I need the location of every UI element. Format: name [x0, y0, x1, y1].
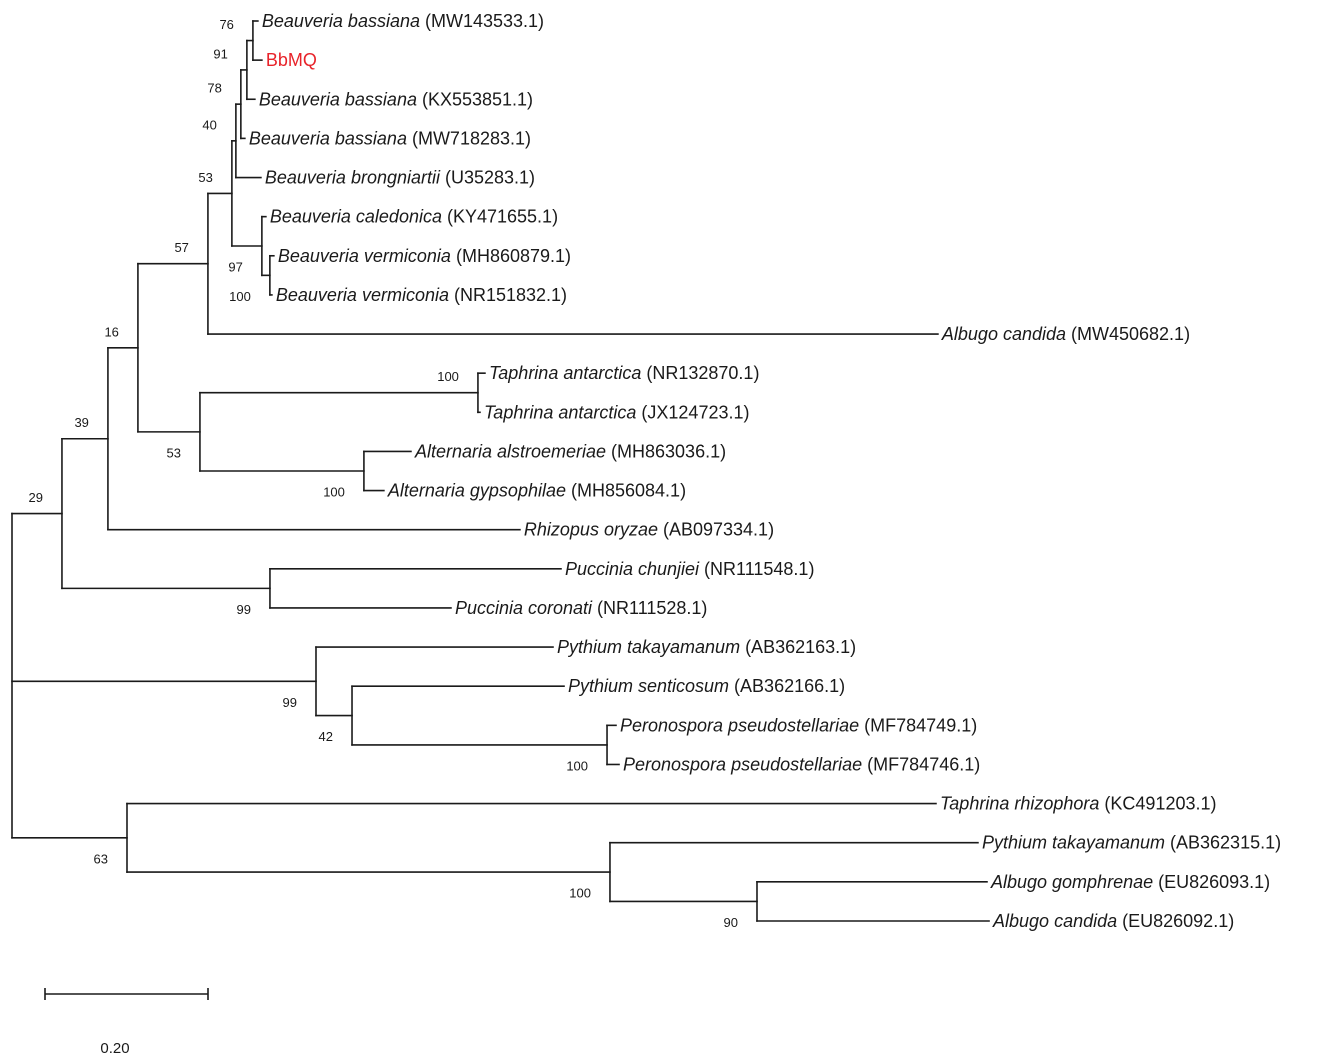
taxon-label: Taphrina antarctica(JX124723.1): [484, 402, 750, 422]
accession-number: (KC491203.1): [1104, 794, 1216, 814]
taxon-label: Albugo gomphrenae(EU826093.1): [990, 872, 1270, 892]
species-name: Pythium takayamanum: [982, 833, 1165, 853]
bootstrap-value: 16: [104, 324, 118, 339]
accession-number: (MF784749.1): [864, 715, 977, 735]
bootstrap-value: 78: [207, 81, 221, 96]
taxon-label: Beauveria brongniartii(U35283.1): [265, 168, 535, 188]
scale-bar: 0.20: [44, 988, 209, 1057]
species-name: Rhizopus oryzae: [524, 520, 658, 540]
species-name: Albugo candida: [992, 911, 1117, 931]
bootstrap-value: 100: [437, 369, 459, 384]
bootstrap-value: 91: [213, 46, 227, 61]
species-name: Beauveria vermiconia: [278, 246, 451, 266]
bootstrap-value: 100: [323, 484, 345, 499]
taxon-label: Pythium takayamanum(AB362163.1): [557, 637, 856, 657]
taxon-label: Peronospora pseudostellariae(MF784749.1): [620, 715, 977, 735]
scale-bar-label: 0.20: [100, 1040, 129, 1057]
taxon-label: Beauveria bassiana(MW143533.1): [262, 11, 544, 31]
bootstrap-value: 99: [283, 695, 297, 710]
accession-number: (JX124723.1): [641, 402, 749, 422]
bootstrap-value: 100: [566, 758, 588, 773]
taxon-label: Beauveria vermiconia(NR151832.1): [276, 285, 567, 305]
accession-number: (MW143533.1): [425, 11, 544, 31]
taxon-label: Peronospora pseudostellariae(MF784746.1): [623, 754, 980, 774]
bootstrap-value: 29: [28, 490, 42, 505]
accession-number: (MH860879.1): [456, 246, 571, 266]
taxon-label: Albugo candida(EU826092.1): [992, 911, 1234, 931]
bootstrap-value: 100: [569, 886, 591, 901]
taxon-label: Beauveria bassiana(MW718283.1): [249, 128, 531, 148]
taxon-label: Puccinia coronati(NR111528.1): [455, 598, 707, 618]
bootstrap-value: 100: [229, 289, 251, 304]
bootstrap-value: 53: [166, 445, 180, 460]
bootstrap-value: 40: [202, 117, 216, 132]
taxon-label: Beauveria caledonica(KY471655.1): [270, 207, 558, 227]
taxon-label: Taphrina antarctica(NR132870.1): [489, 363, 759, 383]
accession-number: (NR111548.1): [704, 559, 814, 579]
accession-number: (AB362315.1): [1170, 833, 1281, 853]
taxon-label: Taphrina rhizophora(KC491203.1): [940, 794, 1217, 814]
bootstrap-value: 53: [198, 170, 212, 185]
bootstrap-value: 63: [94, 851, 108, 866]
bootstrap-value: 39: [74, 415, 88, 430]
species-name: Beauveria bassiana: [259, 89, 417, 109]
species-name: Pythium senticosum: [568, 676, 729, 696]
species-name: Peronospora pseudostellariae: [620, 715, 859, 735]
accession-number: (EU826092.1): [1122, 911, 1234, 931]
species-name: Albugo candida: [941, 324, 1066, 344]
accession-number: (MW718283.1): [412, 128, 531, 148]
species-name: Puccinia coronati: [455, 598, 593, 618]
accession-number: (NR111528.1): [597, 598, 707, 618]
taxon-label: Beauveria bassiana(KX553851.1): [259, 89, 533, 109]
bootstrap-value: 90: [724, 915, 738, 930]
bootstrap-value: 97: [228, 259, 242, 274]
species-name: Taphrina antarctica: [489, 363, 641, 383]
taxon-label: BbMQ: [266, 50, 317, 70]
bootstrap-value: 99: [236, 602, 250, 617]
accession-number: (MH856084.1): [571, 481, 686, 501]
species-name: Taphrina antarctica: [484, 402, 636, 422]
taxon-label: Beauveria vermiconia(MH860879.1): [278, 246, 571, 266]
species-name: Beauveria caledonica: [270, 207, 442, 227]
accession-number: (EU826093.1): [1158, 872, 1270, 892]
taxon-label: Alternaria alstroemeriae(MH863036.1): [414, 441, 726, 461]
species-name: Beauveria bassiana: [249, 128, 407, 148]
species-name: Beauveria brongniartii: [265, 168, 441, 188]
species-name: Albugo gomphrenae: [990, 872, 1153, 892]
accession-number: (KX553851.1): [422, 89, 533, 109]
accession-number: (MW450682.1): [1071, 324, 1190, 344]
species-name: Puccinia chunjiei: [565, 559, 700, 579]
species-name: Peronospora pseudostellariae: [623, 754, 862, 774]
accession-number: (KY471655.1): [447, 207, 558, 227]
taxon-label: Puccinia chunjiei(NR111548.1): [565, 559, 814, 579]
bootstrap-value: 76: [219, 17, 233, 32]
accession-number: (MH863036.1): [611, 441, 726, 461]
accession-number: (AB097334.1): [663, 520, 774, 540]
accession-number: (MF784746.1): [867, 754, 980, 774]
bootstrap-value: 42: [319, 729, 333, 744]
accession-number: (AB362166.1): [734, 676, 845, 696]
query-isolate-name: BbMQ: [266, 50, 317, 70]
taxon-label: Albugo candida(MW450682.1): [941, 324, 1190, 344]
accession-number: (NR151832.1): [454, 285, 567, 305]
species-name: Alternaria gypsophilae: [387, 481, 566, 501]
species-name: Beauveria vermiconia: [276, 285, 449, 305]
bootstrap-value: 57: [174, 240, 188, 255]
accession-number: (AB362163.1): [745, 637, 856, 657]
accession-number: (NR132870.1): [646, 363, 759, 383]
species-name: Beauveria bassiana: [262, 11, 420, 31]
taxon-label: Rhizopus oryzae(AB097334.1): [524, 520, 774, 540]
species-name: Taphrina rhizophora: [940, 794, 1099, 814]
taxon-label: Pythium takayamanum(AB362315.1): [982, 833, 1281, 853]
taxon-label: Alternaria gypsophilae(MH856084.1): [387, 481, 686, 501]
taxon-label: Pythium senticosum(AB362166.1): [568, 676, 845, 696]
species-name: Pythium takayamanum: [557, 637, 740, 657]
species-name: Alternaria alstroemeriae: [414, 441, 606, 461]
accession-number: (U35283.1): [445, 168, 535, 188]
